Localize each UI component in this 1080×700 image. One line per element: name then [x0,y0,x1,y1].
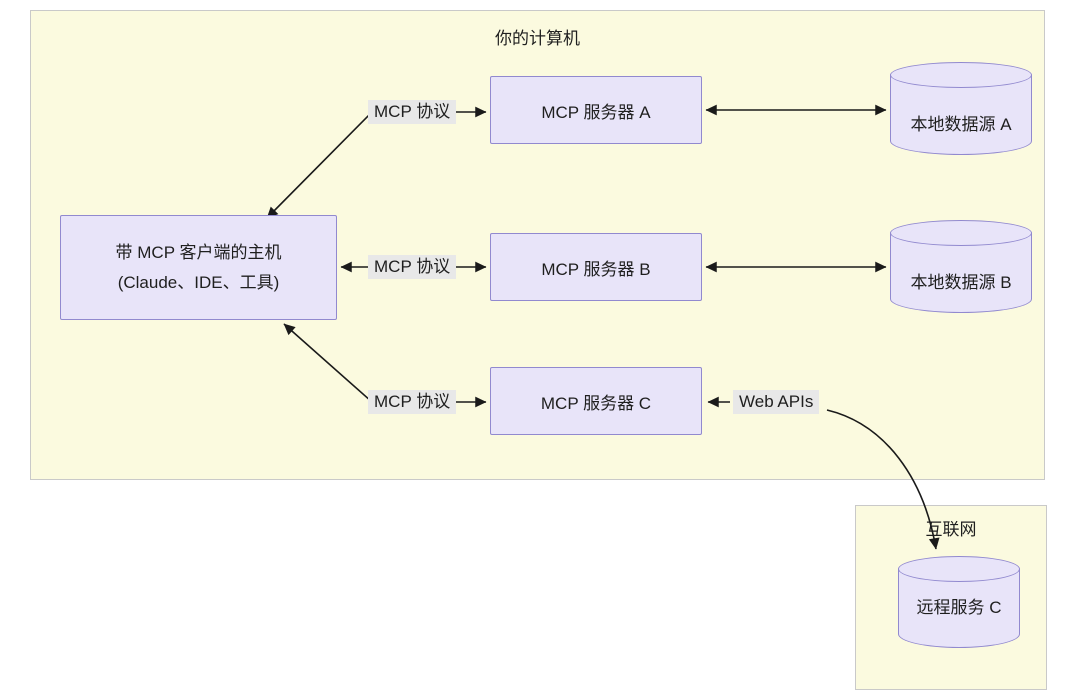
datasource-a-node: 本地数据源 A [890,62,1032,155]
server-c-node: MCP 服务器 C [490,367,702,435]
datasource-b-node: 本地数据源 B [890,220,1032,313]
protocol-label-a: MCP 协议 [368,100,457,124]
datasource-b-cylinder-body [890,233,1032,313]
web-apis-label: Web APIs [733,390,820,414]
remote-service-label: 远程服务 C [916,598,1002,617]
protocol-label-c: MCP 协议 [368,390,457,414]
datasource-a-label: 本地数据源 A [910,115,1012,134]
remote-service-node: 远程服务 C [898,556,1020,648]
datasource-b-cylinder-top [890,220,1032,246]
remote-service-cylinder-top [898,556,1020,582]
datasource-b-label: 本地数据源 B [910,273,1012,292]
remote-service-cylinder-body [898,569,1020,648]
computer-region-title: 你的计算机 [495,29,580,48]
protocol-label-b: MCP 协议 [368,255,457,279]
internet-region-title: 互联网 [925,520,977,539]
server-a-label: MCP 服务器 A [541,102,651,122]
host-label-line2: (Claude、IDE、工具) [117,272,280,292]
server-b-label: MCP 服务器 B [541,259,651,279]
server-b-node: MCP 服务器 B [490,233,702,301]
datasource-a-cylinder-top [890,62,1032,88]
host-node: 带 MCP 客户端的主机 (Claude、IDE、工具) [60,215,337,320]
server-c-label: MCP 服务器 C [540,393,652,413]
server-a-node: MCP 服务器 A [490,76,702,144]
datasource-a-cylinder-body [890,75,1032,155]
host-label-line1: 带 MCP 客户端的主机 [115,242,282,262]
